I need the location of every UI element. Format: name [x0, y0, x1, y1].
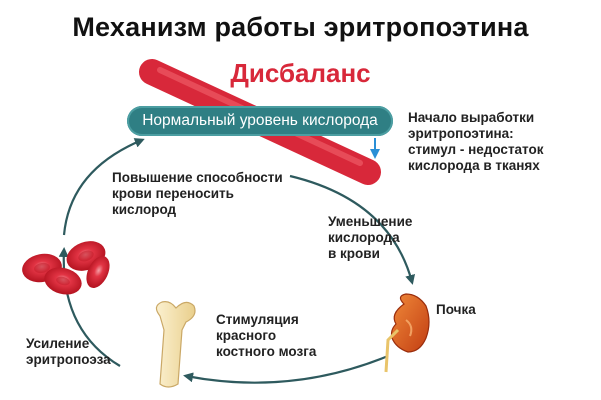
label-epo-start: Начало выработки эритропоэтина: стимул -… [408, 110, 544, 173]
label-erythropoiesis: Усиление эритропоэза [26, 336, 111, 367]
label-marrow-stimulation: Стимуляция красного костного мозга [216, 312, 317, 359]
label-kidney: Почка [436, 302, 476, 317]
arrow-to-normal-oxygen [62, 138, 145, 236]
imbalance-subtitle: Дисбаланс [230, 58, 371, 88]
arrow-to-decrease [289, 174, 416, 285]
blood-cells-icon [22, 241, 110, 295]
arrow-to-blood-cells [58, 247, 121, 367]
diagram-title: Механизм работы эритропоэтина [72, 12, 529, 42]
arrow-to-bone-marrow [183, 354, 389, 384]
normal-oxygen-badge: Нормальный уровень кислорода [127, 106, 393, 136]
kidney-icon [384, 293, 430, 373]
bone-icon [155, 301, 196, 388]
label-oxygen-capacity: Повышение способности крови переносить к… [112, 170, 283, 217]
cycle-arrows [58, 138, 416, 384]
label-oxygen-decrease: Уменьшение кислорода в крови [328, 214, 413, 261]
